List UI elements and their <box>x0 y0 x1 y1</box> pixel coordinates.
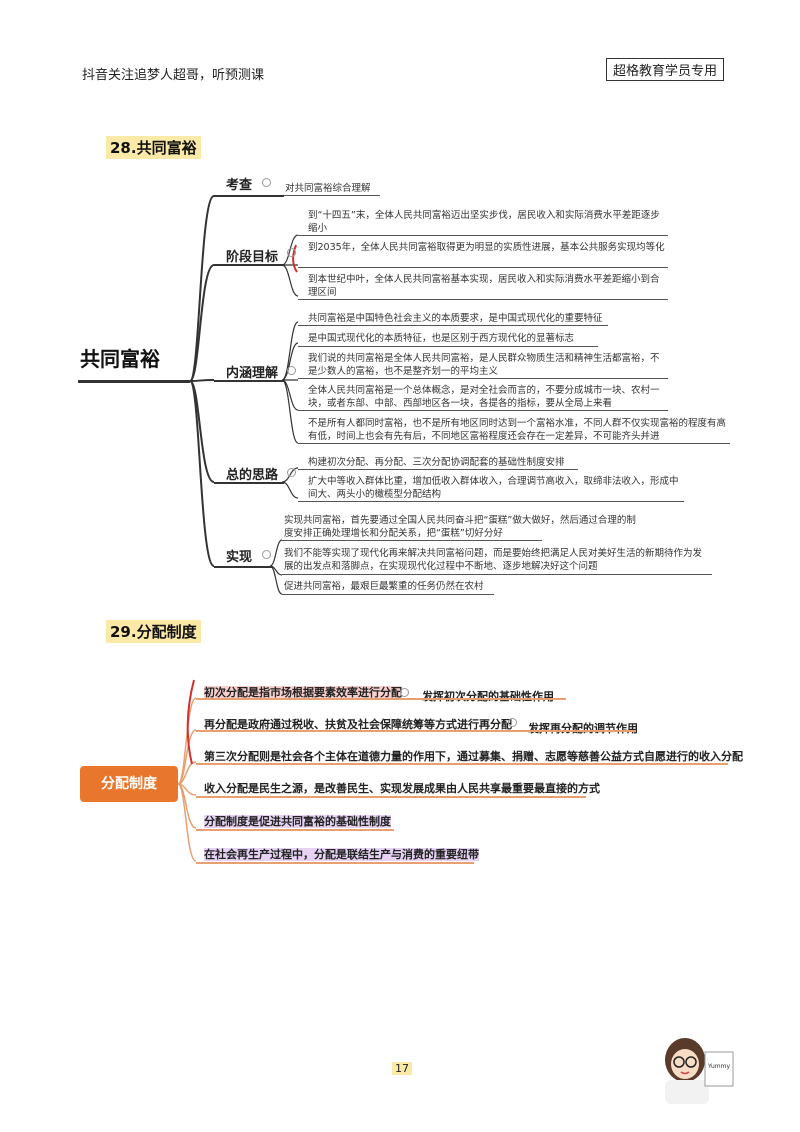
leaf-meaning-4: 全体人民共同富裕是一个总体概念，是对全社会而言的，不要分成城市一块、农村一块，或… <box>308 385 660 409</box>
leaf-goal-2: 到2035年，全体人民共同富裕取得更为明显的实质性进展，基本公共服务实现均等化 <box>308 242 665 253</box>
leaf-underline <box>298 267 668 268</box>
leaf-realize-3: 促进共同富裕，最艰巨最繁重的任务仍然在农村 <box>284 581 484 592</box>
collapse-icon[interactable] <box>508 718 517 727</box>
dist-item-2: 再分配是政府通过税收、扶贫及社会保障统筹等方式进行再分配 <box>204 718 512 731</box>
leaf-realize-1: 实现共同富裕，首先要通过全国人民共同奋斗把“蛋糕”做大做好，然后通过合理的制度安… <box>284 515 636 539</box>
leaf-underline <box>298 410 668 411</box>
leaf-underline <box>298 346 598 347</box>
leaf-goal-3: 到本世纪中叶，全体人民共同富裕基本实现，居民收入和实际消费水平差距缩小到合理区间 <box>308 274 660 298</box>
root-underline <box>78 380 190 383</box>
leaf-underline <box>298 235 668 236</box>
leaf-underline <box>298 378 668 379</box>
page-number: 17 <box>392 1062 412 1075</box>
section-29-title: 29.分配制度 <box>106 620 201 643</box>
leaf-underline <box>298 325 608 326</box>
branch-exam: 考查 <box>226 178 253 193</box>
leaf-goal-1: 到“十四五”末，全体人民共同富裕迈出坚实步伐，居民收入和实际消费水平差距逐步缩小 <box>308 210 660 234</box>
leaf-underline <box>282 574 712 575</box>
branch-line <box>196 796 586 798</box>
collapse-icon[interactable] <box>287 248 296 257</box>
leaf-underline <box>298 443 730 444</box>
collapse-icon[interactable] <box>262 178 271 187</box>
leaf-underline <box>298 299 668 300</box>
leaf-realize-2: 我们不能等实现了现代化再来解决共同富裕问题，而是要始终把满足人民对美好生活的新期… <box>284 548 703 572</box>
branch-line <box>196 829 394 831</box>
dist-item-5: 分配制度是促进共同富裕的基础性制度 <box>204 815 391 828</box>
header-left-text: 抖音关注追梦人超哥，听预测课 <box>82 68 265 83</box>
collapse-icon[interactable] <box>262 550 271 559</box>
dist-item-1: 初次分配是指市场根据要素效率进行分配 <box>204 686 402 699</box>
leaf-underline <box>298 469 578 470</box>
branch-stage-goal: 阶段目标 <box>226 250 279 265</box>
mindmap-28-root: 共同富裕 <box>80 347 160 371</box>
dist-note-2: 发挥再分配的调节作用 <box>528 722 638 735</box>
collapse-icon[interactable] <box>287 366 296 375</box>
leaf-meaning-1: 共同富裕是中国特色社会主义的本质要求，是中国式现代化的重要特征 <box>308 313 603 324</box>
leaf-underline <box>282 540 542 541</box>
leaf-approach-1: 构建初次分配、再分配、三次分配协调配套的基础性制度安排 <box>308 457 565 468</box>
leaf-exam-1: 对共同富裕综合理解 <box>285 183 371 194</box>
mindmap-29-connectors <box>177 679 197 862</box>
dist-item-3: 第三次分配则是社会各个主体在道德力量的作用下，通过募集、捐赠、志愿等慈善公益方式… <box>204 750 743 763</box>
avatar-sign-text: Yummy <box>707 1063 730 1070</box>
dist-item-6: 在社会再生产过程中，分配是联结生产与消费的重要纽带 <box>204 848 479 861</box>
section-28-title: 28.共同富裕 <box>106 136 201 159</box>
branch-realize: 实现 <box>226 550 253 565</box>
leaf-underline <box>282 594 494 595</box>
branch-line <box>196 763 728 765</box>
collapse-icon[interactable] <box>400 688 409 697</box>
header-right-badge: 超格教育学员专用 <box>606 58 725 81</box>
mindmap-29-root: 分配制度 <box>80 766 178 802</box>
collapse-icon[interactable] <box>287 468 296 477</box>
branch-line <box>196 730 636 732</box>
branch-line <box>214 482 284 484</box>
leaf-meaning-3: 我们说的共同富裕是全体人民共同富裕，是人民群众物质生活和精神生活都富裕，不是少数… <box>308 353 660 377</box>
branch-line <box>214 264 284 266</box>
branch-line <box>214 195 284 197</box>
branch-line <box>214 380 284 382</box>
branch-approach: 总的思路 <box>226 468 279 483</box>
branch-meaning: 内涵理解 <box>226 366 279 381</box>
branch-line <box>196 862 474 864</box>
leaf-underline <box>298 501 684 502</box>
branch-line <box>196 698 566 700</box>
leaf-underline <box>284 195 380 196</box>
leaf-meaning-5: 不是所有人都同时富裕，也不是所有地区同时达到一个富裕水准，不同人群不仅实现富裕的… <box>308 418 727 442</box>
dist-item-4: 收入分配是民生之源，是改善民生、实现发展成果由人民共享最重要最直接的方式 <box>204 782 600 795</box>
cartoon-avatar-image: Yummy <box>665 1038 734 1104</box>
leaf-approach-2: 扩大中等收入群体比重，增加低收入群体收入，合理调节高收入，取缔非法收入，形成中间… <box>308 476 679 500</box>
dist-note-1: 发挥初次分配的基础性作用 <box>422 690 554 703</box>
leaf-meaning-2: 是中国式现代化的本质特征，也是区别于西方现代化的显著标志 <box>308 333 575 344</box>
branch-line <box>214 566 272 568</box>
